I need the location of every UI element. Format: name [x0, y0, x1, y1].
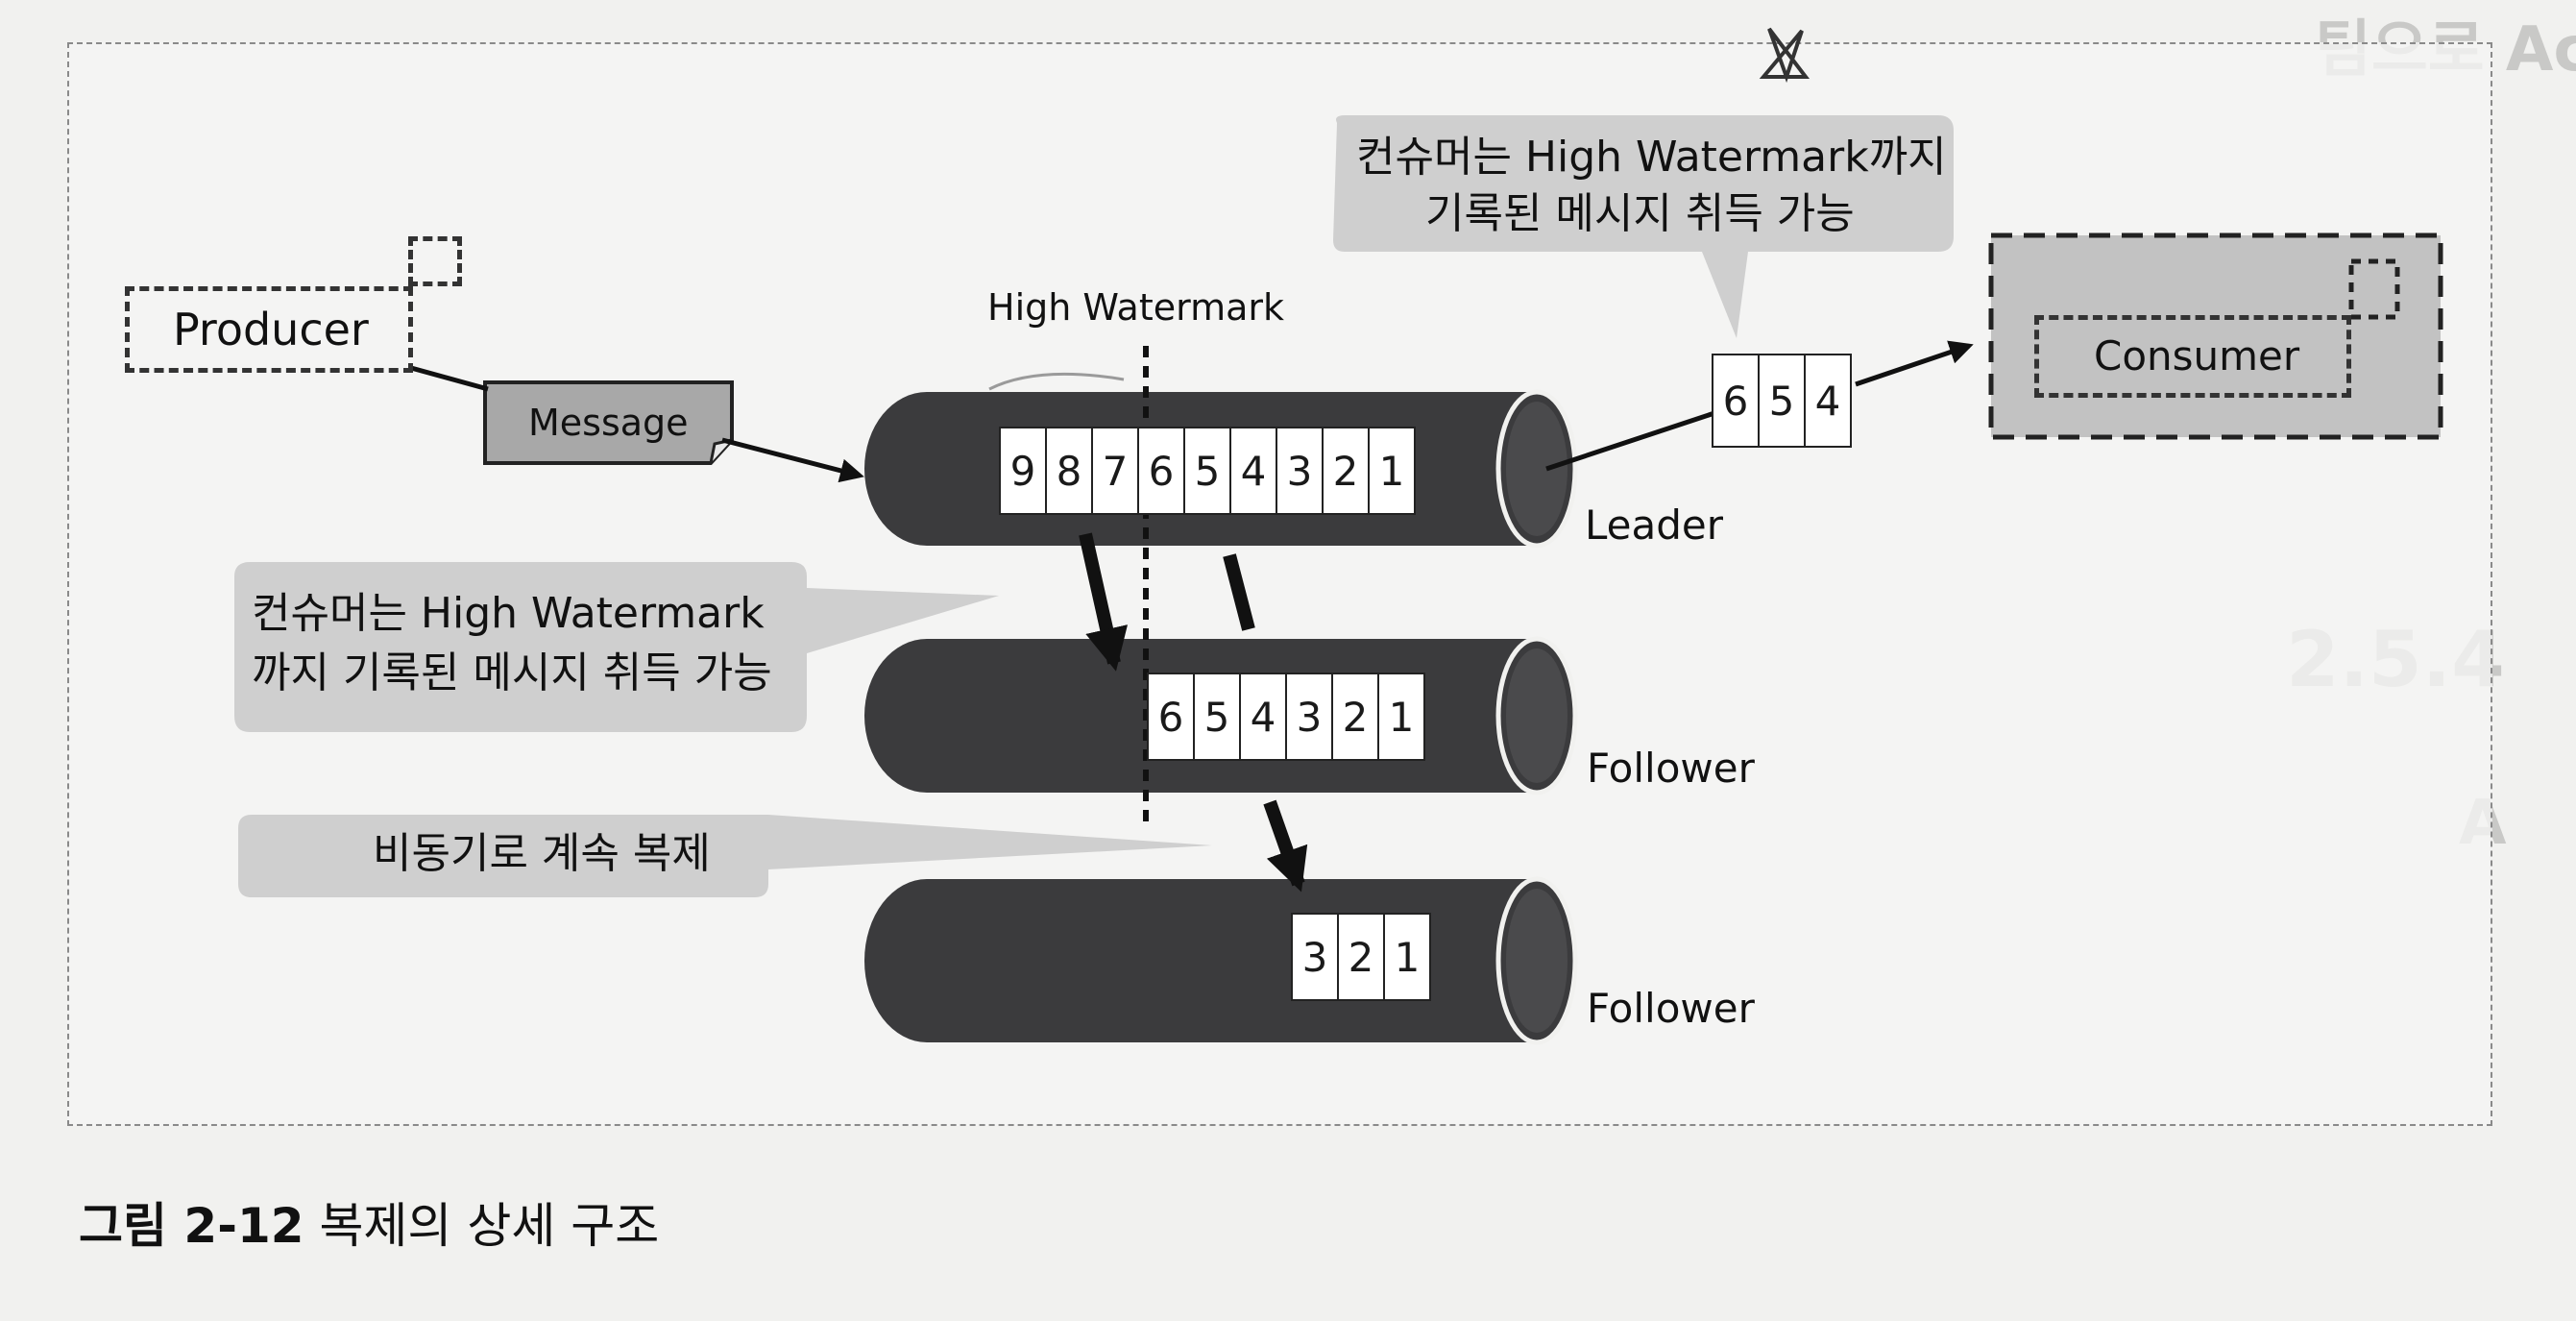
leader-to-fetch-line	[1545, 410, 1715, 472]
follower-2-label: Follower	[1587, 985, 1755, 1032]
producer-label: Producer	[173, 304, 369, 355]
offset-cell: 5	[1758, 354, 1806, 448]
callout-top-line-1: 컨슈머는 High Watermark까지	[1356, 133, 1947, 182]
message-label: Message	[528, 402, 689, 444]
offset-cell: 3	[1291, 913, 1339, 1001]
producer-box	[125, 286, 413, 373]
offset-cell: 5	[1193, 673, 1241, 761]
offset-cell: 6	[1147, 673, 1195, 761]
offset-cell: 6	[1137, 427, 1185, 515]
figure-caption-text: 복제의 상세 구조	[319, 1198, 660, 1254]
fetched-offset-cells: 6 5 4	[1712, 354, 1852, 448]
message-tag	[483, 380, 734, 465]
offset-cell: 5	[1183, 427, 1231, 515]
producer-to-message-line	[410, 365, 489, 392]
consumer-label: Consumer	[2094, 332, 2300, 379]
replicate-arrow-2	[1223, 553, 1255, 631]
leader-label: Leader	[1585, 501, 1724, 549]
offset-cell: 6	[1712, 354, 1760, 448]
callout-left-bubble	[234, 562, 999, 732]
offset-cell: 4	[1229, 427, 1277, 515]
replicate-arrow-1	[1079, 532, 1129, 672]
star-doodle	[1759, 27, 1810, 84]
consumer-inner-box	[2034, 315, 2351, 398]
offset-cell: 2	[1322, 427, 1370, 515]
offset-cell: 1	[1377, 673, 1425, 761]
offset-cell: 8	[1045, 427, 1093, 515]
figure-caption: 그림 2-12 복제의 상세 구조	[79, 1187, 659, 1257]
callout-async-text: 비동기로 계속 복제	[373, 829, 711, 878]
leader-offset-cells: 9 8 7 6 5 4 3 2 1	[999, 427, 1416, 515]
callout-top-bubble	[1333, 115, 1954, 338]
offset-cell: 1	[1368, 427, 1416, 515]
offset-cell: 2	[1337, 913, 1385, 1001]
offset-cell: 3	[1285, 673, 1333, 761]
callout-left-line-2: 까지 기록된 메시지 취득 가능	[252, 648, 772, 697]
consumer-corner-box	[2348, 258, 2400, 320]
producer-corner-box	[408, 236, 462, 286]
offset-cell: 3	[1276, 427, 1324, 515]
follower-1-label: Follower	[1587, 745, 1755, 792]
fetch-to-consumer-arrow	[1855, 340, 1974, 387]
follower-2-cylinder	[864, 876, 1578, 1045]
message-to-leader-arrow	[721, 437, 864, 483]
offset-cell: 1	[1383, 913, 1431, 1001]
pencil-mark	[988, 372, 1125, 391]
replicate-arrow-3	[1263, 799, 1308, 893]
figure-caption-label: 그림 2-12	[79, 1198, 304, 1254]
callout-left-line-1: 컨슈머는 High Watermark	[252, 589, 765, 638]
follower-2-offset-cells: 3 2 1	[1291, 913, 1431, 1001]
offset-cell: 7	[1091, 427, 1139, 515]
callout-async-bubble	[238, 815, 1212, 897]
offset-cell: 4	[1239, 673, 1287, 761]
high-watermark-label: High Watermark	[987, 286, 1285, 329]
follower-1-offset-cells: 6 5 4 3 2 1	[1147, 673, 1425, 761]
offset-cell: 2	[1331, 673, 1379, 761]
callout-top-line-2: 기록된 메시지 취득 가능	[1425, 189, 1855, 238]
offset-cell: 9	[999, 427, 1047, 515]
offset-cell: 4	[1804, 354, 1852, 448]
